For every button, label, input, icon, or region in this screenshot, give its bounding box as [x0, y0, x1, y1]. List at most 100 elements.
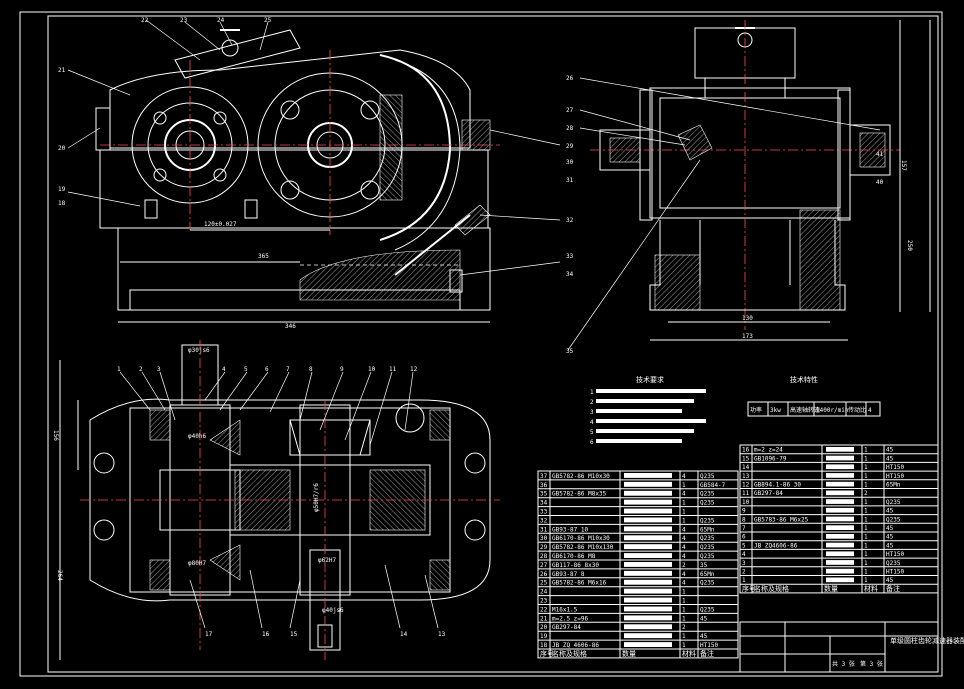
parts-cell: 18	[540, 642, 548, 649]
dim-plan-bearing1: φ40h6	[188, 433, 206, 440]
plan-housing-outline	[89, 398, 491, 602]
parts-cell: 1	[682, 589, 686, 596]
parts-cell: 45	[886, 455, 894, 462]
parts-cell: 24	[540, 589, 548, 596]
parts-cell: Q235	[700, 580, 715, 587]
callout-18: 18	[58, 200, 66, 207]
dim-base-length: 365	[258, 253, 269, 260]
drawing-border-inner	[47, 15, 939, 673]
parts-cell: GB894.1-86 30	[754, 482, 801, 489]
front-cover	[109, 49, 471, 149]
parts-cell: 1	[864, 577, 868, 584]
parts-cell: 4	[682, 571, 686, 578]
callout-31: 31	[566, 177, 574, 184]
parts-cell: 45	[700, 633, 708, 640]
parts-cell: 35	[540, 491, 548, 498]
callout-29: 29	[566, 143, 574, 150]
parts-header: 材料	[682, 649, 696, 658]
front-view: 120±0.027 365 346 22 23 24 25 21 20 19 1…	[58, 17, 574, 355]
parts-header: 备注	[700, 649, 714, 658]
spec-cell: 1400r/min	[816, 407, 849, 414]
parts-cell: HT150	[886, 464, 904, 471]
parts-cell: GB5782-86 M10x130	[552, 544, 614, 551]
drawing-title: 单级圆柱齿轮减速器装配图	[890, 636, 964, 645]
parts-cell: 1	[864, 482, 868, 489]
parts-cell: 25	[540, 580, 548, 587]
parts-cell: 4	[742, 551, 746, 558]
parts-cell: GB93-87 10	[552, 526, 589, 533]
parts-cell: 29	[540, 544, 548, 551]
parts-cell: m=2.5 z=96	[552, 615, 589, 622]
parts-cell: 28	[540, 553, 548, 560]
parts-cell: 45	[886, 508, 894, 515]
parts-cell: 27	[540, 562, 548, 569]
parts-cell: 3	[742, 560, 746, 567]
parts-cell: 1	[864, 542, 868, 549]
tech-req-line: 3	[590, 409, 594, 416]
parts-cell: 1	[682, 509, 686, 516]
parts-cell: 4	[682, 491, 686, 498]
parts-cell: 11	[742, 490, 750, 497]
parts-cell: 33	[540, 509, 548, 516]
parts-cell: GB297-84	[552, 624, 581, 631]
parts-header: 序号	[540, 649, 554, 658]
parts-cell: 4	[682, 553, 686, 560]
tech-req-title: 技术要求	[636, 375, 664, 384]
parts-cell: 31	[540, 526, 548, 533]
parts-cell: 4	[682, 526, 686, 533]
parts-cell: 2	[864, 490, 868, 497]
parts-header: 数量	[824, 584, 838, 593]
parts-cell: 2	[742, 569, 746, 576]
plan-callout-11: 11	[389, 366, 397, 373]
spec-cell: 3kw	[770, 407, 781, 414]
parts-cell: 1	[682, 615, 686, 622]
parts-cell: 14	[742, 464, 750, 471]
parts-cell: 5	[742, 542, 746, 549]
parts-cell: 2	[682, 562, 686, 569]
parts-cell: 4	[682, 580, 686, 587]
parts-cell: 2	[682, 624, 686, 631]
parts-cell: Q235	[700, 535, 715, 542]
dim-side-overall: 173	[742, 333, 753, 340]
parts-cell: Q235	[886, 516, 901, 523]
plan-callout-12: 12	[410, 366, 418, 373]
parts-cell: 19	[540, 633, 548, 640]
spec-cell: 传动比	[848, 406, 866, 414]
parts-cell: Q235	[700, 473, 715, 480]
parts-cell: JB ZQ 4606-86	[552, 642, 599, 649]
tech-req-line: 5	[590, 429, 594, 436]
dim-plan-156: 156	[52, 430, 59, 441]
parts-cell: GB297-84	[754, 490, 783, 497]
parts-cell: GB93-87 8	[552, 571, 585, 578]
parts-cell: 22	[540, 606, 548, 613]
parts-cell: 1	[864, 516, 868, 523]
parts-cell: 7	[742, 525, 746, 532]
parts-cell: 37	[540, 473, 548, 480]
dim-plan-bearing3: φ80H7	[188, 560, 206, 567]
parts-cell: 1	[682, 606, 686, 613]
parts-cell: HT150	[886, 551, 904, 558]
parts-cell: 1	[864, 464, 868, 471]
drawing-border-outer	[19, 11, 943, 677]
dim-side-height-right: 250	[906, 240, 913, 251]
parts-cell: 1	[864, 569, 868, 576]
parts-cell: Q235	[886, 560, 901, 567]
parts-cell: 1	[742, 577, 746, 584]
parts-cell: 45	[886, 534, 894, 541]
callout-23: 23	[180, 17, 188, 24]
spec-table-title: 技术特性	[790, 375, 818, 384]
tech-req-line: 2	[590, 399, 594, 406]
parts-header: 名称及规格	[754, 584, 789, 593]
dim-center-distance: 120±0.027	[204, 221, 237, 228]
parts-cell: 15	[742, 455, 750, 462]
callout-30: 30	[566, 159, 574, 166]
plan-callout-7: 7	[286, 366, 290, 373]
parts-cell: 12	[742, 482, 750, 489]
parts-cell: 45	[886, 542, 894, 549]
parts-cell: 4	[682, 535, 686, 542]
parts-cell: Q235	[700, 500, 715, 507]
plan-callout-17: 17	[205, 631, 213, 638]
parts-cell: 1	[864, 534, 868, 541]
